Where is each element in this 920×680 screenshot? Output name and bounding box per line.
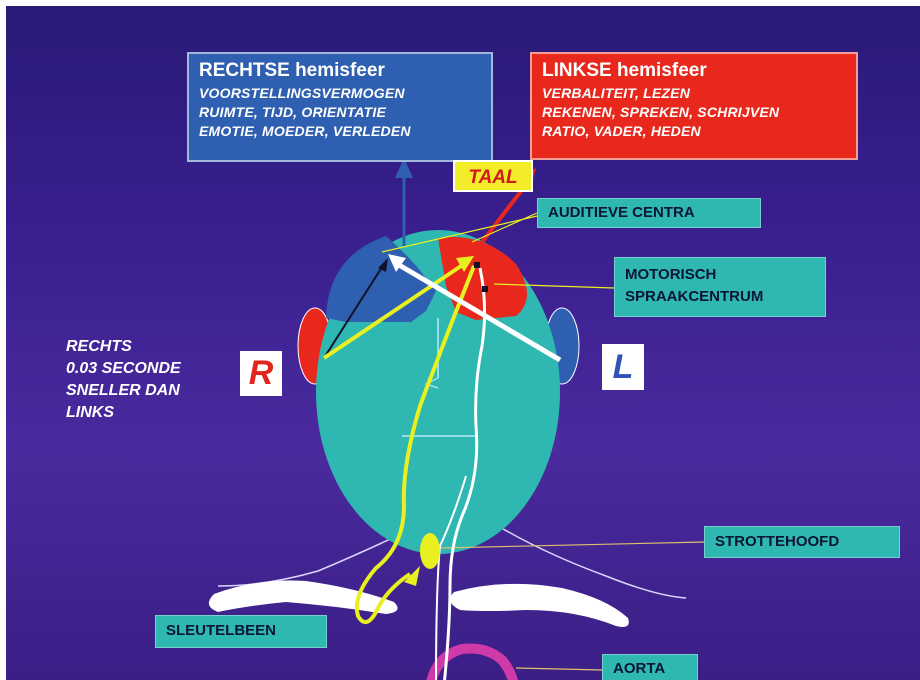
left-hemisphere-box: LINKSE hemisfeer VERBALITEIT, LEZEN REKE… xyxy=(530,52,858,160)
timing-note-line: SNELLER DAN xyxy=(66,380,266,402)
auditieve-centra-label: AUDITIEVE CENTRA xyxy=(537,198,761,228)
marker-motor-2 xyxy=(482,286,488,292)
sleutelbeen-label: SLEUTELBEEN xyxy=(155,615,327,648)
left-ear-letter: L xyxy=(602,344,644,390)
taal-label: TAAL xyxy=(453,160,533,192)
aorta-connector xyxy=(516,668,602,670)
auditieve-connector-1 xyxy=(472,213,537,242)
right-hemisphere-box: RECHTSE hemisfeer VOORSTELLINGSVERMOGEN … xyxy=(187,52,493,162)
timing-note-line: RECHTS xyxy=(66,336,266,358)
right-hemisphere-line: VOORSTELLINGSVERMOGEN xyxy=(199,84,481,103)
clavicle-right xyxy=(450,584,629,627)
larynx-shape xyxy=(420,533,440,569)
left-hemisphere-title: LINKSE hemisfeer xyxy=(542,60,846,82)
strottehoofd-label: STROTTEHOOFD xyxy=(704,526,900,558)
timing-note-line: LINKS xyxy=(66,402,266,424)
timing-note-line: 0.03 SECONDE xyxy=(66,358,266,380)
marker-motor xyxy=(474,262,480,268)
aorta-shape xyxy=(430,648,514,680)
timing-note: RECHTS 0.03 SECONDE SNELLER DAN LINKS xyxy=(66,336,266,424)
right-hemisphere-line: EMOTIE, MOEDER, VERLEDEN xyxy=(199,122,481,141)
motorisch-spraakcentrum-label: MOTORISCH SPRAAKCENTRUM xyxy=(614,257,826,317)
right-hemisphere-title: RECHTSE hemisfeer xyxy=(199,60,481,82)
left-hemisphere-line: RATIO, VADER, HEDEN xyxy=(542,122,846,141)
left-hemisphere-line: REKENEN, SPREKEN, SCHRIJVEN xyxy=(542,103,846,122)
left-hemisphere-line: VERBALITEIT, LEZEN xyxy=(542,84,846,103)
right-hemisphere-line: RUIMTE, TIJD, ORIENTATIE xyxy=(199,103,481,122)
motorisch-label-line: SPRAAKCENTRUM xyxy=(625,286,815,308)
aorta-label: AORTA xyxy=(602,654,698,680)
motorisch-label-line: MOTORISCH xyxy=(625,264,815,286)
